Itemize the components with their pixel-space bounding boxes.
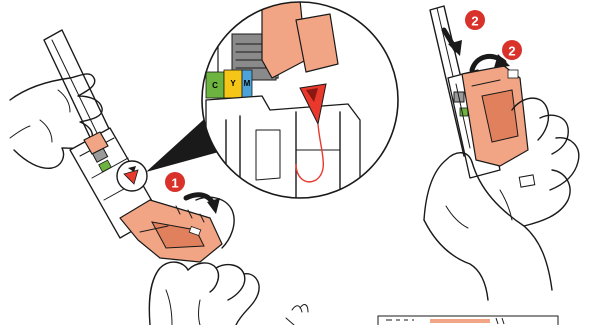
color-code-y: Y — [230, 79, 236, 88]
color-code-strip: C Y M — [206, 70, 252, 98]
color-code-m: M — [244, 79, 251, 88]
cartridge-cover — [120, 200, 222, 262]
color-code-c: C — [212, 81, 218, 90]
bottom-partial-box — [378, 316, 558, 325]
step-1-badge: 1 — [165, 172, 185, 192]
push-down-arrow-icon — [444, 30, 462, 56]
step-2a-number: 2 — [471, 14, 478, 29]
magnified-detail: C Y M — [202, 0, 398, 198]
step-2b-number: 2 — [508, 44, 515, 59]
bottom-partial-sketch — [286, 305, 308, 325]
step-2a-badge: 2 — [465, 10, 485, 30]
right-scene: 2 2 — [424, 6, 579, 300]
step-1-number: 1 — [171, 176, 178, 191]
step-2b-badge: 2 — [502, 40, 522, 60]
